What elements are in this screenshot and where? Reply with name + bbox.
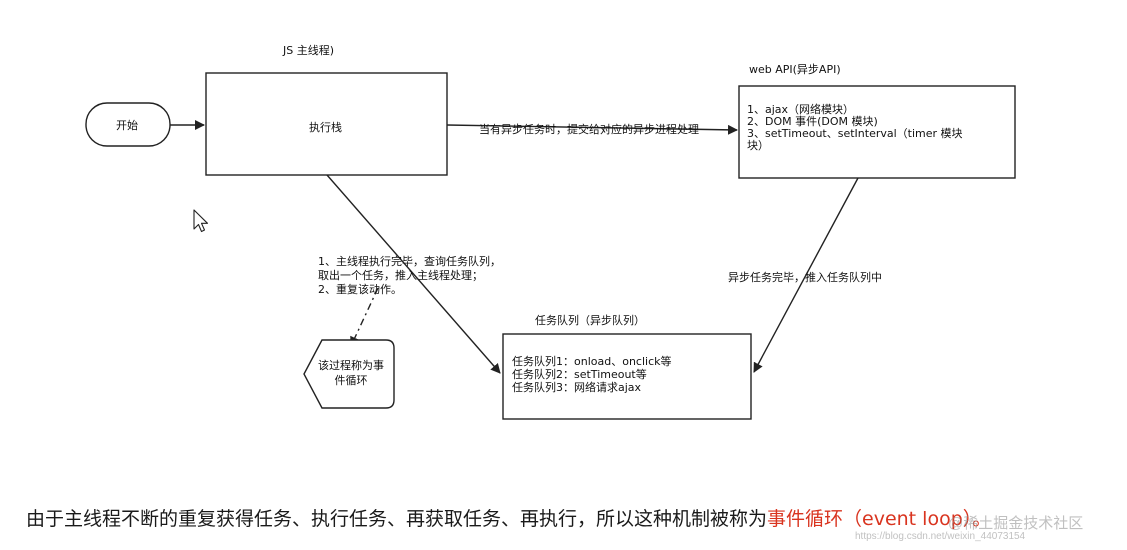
- event-loop-node-line: 该过程称为事: [318, 359, 384, 372]
- loop-note-line: 取出一个任务，推入主线程处理；: [318, 269, 483, 282]
- complete-arrow-label: 异步任务完毕，推入任务队列中: [728, 271, 882, 284]
- async-complete-arrow: [753, 177, 859, 373]
- main-thread-title: JS 主线程): [283, 44, 335, 57]
- event-loop-node-shape: [303, 339, 395, 409]
- caption-text: 由于主线程不断的重复获得任务、执行任务、再获取任务、再执行，所以这种机制被称为: [26, 508, 768, 530]
- watermark-url: https://blog.csdn.net/weixin_44073154: [855, 531, 1026, 542]
- web-api-item: 块）: [747, 139, 769, 152]
- submit-async-arrow: [446, 124, 738, 135]
- mouse-cursor-icon: [193, 209, 209, 233]
- task-queue-box: [502, 333, 752, 420]
- task-queue-item: 任务队列3：网络请求ajax: [512, 381, 642, 394]
- submit-arrow-label: 当有异步任务时，提交给对应的异步进程处理: [479, 123, 699, 136]
- web-api-item: 1、ajax（网络模块）: [747, 103, 855, 116]
- event-loop-node-label: 该过程称为事 件循环: [316, 360, 386, 387]
- task-queue-item-list: 任务队列1：onload、onclick等 任务队列2：setTimeout等 …: [512, 356, 672, 394]
- web-api-item-list: 1、ajax（网络模块） 2、DOM 事件(DOM 模块) 3、setTimeo…: [747, 104, 963, 152]
- caption-highlight: 事件循环（event loop）。: [767, 508, 992, 530]
- caption: 由于主线程不断的重复获得任务、执行任务、再获取任务、再执行，所以这种机制被称为事…: [26, 506, 991, 532]
- web-api-title: web API(异步API): [749, 63, 841, 76]
- start-node-label: 开始: [116, 119, 138, 132]
- stack-to-queue-line: [326, 174, 501, 374]
- task-queue-title: 任务队列（异步队列）: [535, 314, 645, 327]
- loop-note-line: 1、主线程执行完毕，查询任务队列，: [318, 255, 501, 268]
- event-loop-node-line: 件循环: [334, 374, 368, 387]
- task-queue-item: 任务队列2：setTimeout等: [512, 368, 647, 381]
- call-stack-box: [205, 72, 448, 176]
- web-api-box: [738, 85, 1016, 179]
- watermark-text: @稀土掘金技术社区: [948, 515, 1084, 532]
- web-api-item: 3、setTimeout、setInterval（timer 模块: [747, 127, 963, 140]
- call-stack-label: 执行栈: [309, 121, 342, 134]
- loop-note: 1、主线程执行完毕，查询任务队列， 取出一个任务，推入主线程处理； 2、重复该动…: [318, 256, 501, 296]
- web-api-item: 2、DOM 事件(DOM 模块): [747, 115, 878, 128]
- event-loop-dashed-arrow: [350, 287, 379, 347]
- task-queue-item: 任务队列1：onload、onclick等: [512, 355, 672, 368]
- loop-note-line: 2、重复该动作。: [318, 283, 402, 296]
